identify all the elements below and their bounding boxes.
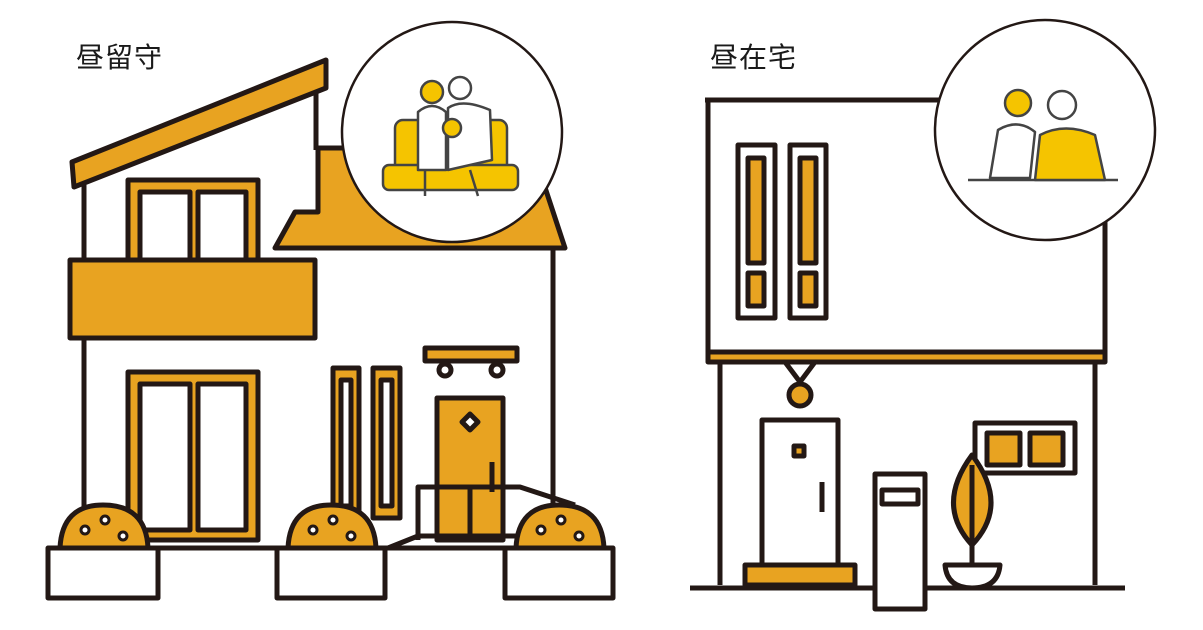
shrub xyxy=(285,502,379,551)
right-house xyxy=(690,18,1157,612)
balcony xyxy=(67,257,318,341)
shrub xyxy=(513,502,607,551)
slanted-roof xyxy=(69,57,329,190)
family-circle xyxy=(340,20,564,244)
couple-circle xyxy=(933,18,1157,242)
awning xyxy=(422,345,520,364)
lamp xyxy=(782,359,818,385)
left-house-label: 昼留守 xyxy=(76,41,164,74)
planter xyxy=(45,545,161,601)
planter xyxy=(274,545,388,601)
eave-band xyxy=(705,349,1108,365)
door-step xyxy=(742,562,858,588)
front-door xyxy=(759,417,841,573)
planter xyxy=(502,545,616,601)
right-house-label: 昼在宅 xyxy=(710,41,798,74)
left-house xyxy=(45,20,616,601)
